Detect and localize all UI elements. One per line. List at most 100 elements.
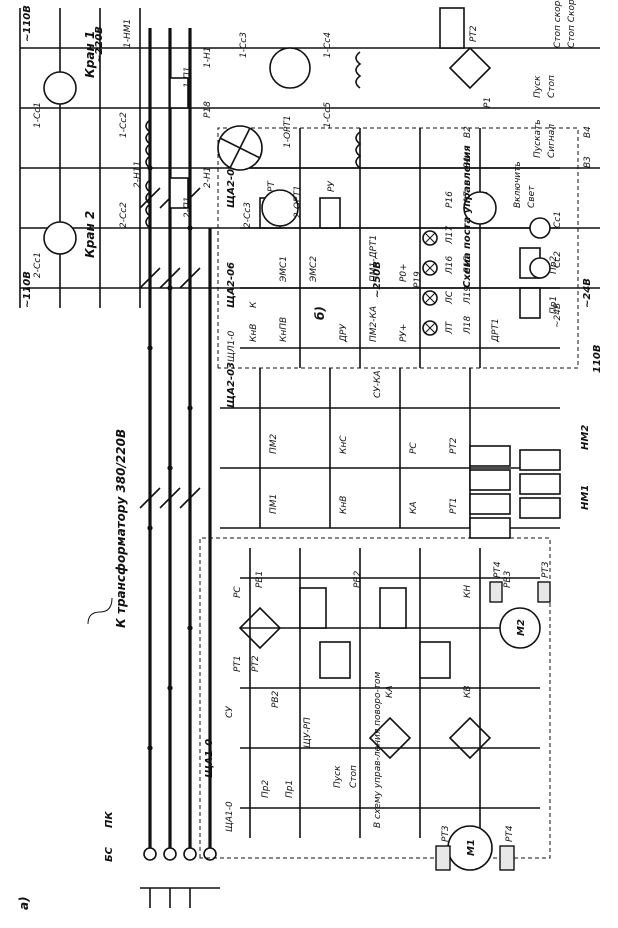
bus-terminal-2 (163, 847, 177, 861)
left-label-pr1: Пр1 (285, 780, 295, 798)
post-selsyn-2-icon (529, 217, 551, 239)
bus-label-06: ЩА2-06 (226, 262, 237, 308)
mid-label-ka: КА (409, 501, 419, 514)
crane-label-2cc2: 2-Сс2 (119, 202, 129, 228)
post-small-cc1: Сс1 (553, 211, 563, 228)
post-selsyn-3-icon (529, 257, 551, 279)
crane-label-2p1: 2-П1 (183, 197, 193, 218)
transformer-label: К трансформатору 380/220В (114, 429, 128, 628)
crane-label-r18: Р18 (203, 101, 213, 118)
right-label-l17: Л17 (445, 226, 455, 245)
right-label-pr2: Пр2 (549, 256, 559, 274)
crane-relay-rt2 (439, 7, 465, 49)
crane-relay-1 (169, 77, 189, 109)
crane-label-1cc4: 1-Сс4 (323, 32, 333, 58)
motor-m1-label: М1 (466, 839, 477, 856)
crane-label-r1: Р1 (483, 97, 493, 108)
left-label-kv: КВ (463, 685, 473, 698)
right-label-rt: РТ (267, 180, 277, 192)
left-label-rt1: РТ1 (233, 655, 243, 672)
right-label-pm1-drt1: ПМ1-ДРТ1 (369, 235, 379, 282)
post-small-v1: В1 (463, 156, 473, 168)
thermal-relay-m2-b (537, 581, 551, 603)
rectifier-bridge-3 (238, 606, 282, 650)
left-label-rt2: РТ2 (251, 655, 261, 672)
crane-ac-24: ~24В (582, 278, 593, 308)
nm2-cell-1 (519, 497, 561, 519)
crane-ac-250: ~250В (372, 261, 383, 298)
bus-terminal-4 (203, 847, 217, 861)
right-label-r16: Р16 (445, 191, 455, 208)
crane-bridge (448, 46, 492, 90)
right-label-l19: Л19 (463, 286, 473, 305)
selsyn-2-icon (43, 221, 77, 255)
nm1-cell-4 (469, 445, 511, 467)
right-label-schl: ЩЛ1-0 (227, 330, 237, 362)
left-label-schu-rp: ЩУ-РП (303, 717, 313, 748)
rt3-label: РТ3 (441, 825, 451, 842)
crane-label-1cc5: 1-Сс5 (323, 102, 333, 128)
speed-label-2: Стоп Скорость (567, 0, 577, 48)
crane-relay-2 (169, 177, 189, 209)
crane-panel: Кран 1 Кран 2 ~110В ~110В ~24В ~250В 1-С… (19, 0, 600, 328)
coil-1 (319, 641, 351, 679)
crane-label-r19: Р19 (413, 271, 423, 288)
speed-label-8: Свет (527, 185, 537, 208)
mid-label-kns: КнС (339, 435, 349, 454)
middle-control-panel: М2 РТ4 РТ3 НМ1 НМ2 ПМ1 ПМ2 КнВ КнС КА РС… (220, 368, 591, 649)
crane-label-2cc3: 2-Сс3 (243, 202, 253, 228)
right-label-knpv: КнПВ (279, 317, 289, 342)
crane-label-1cc1: 1-Сс1 (33, 102, 43, 128)
left-label-rv2b: РВ2 (353, 570, 363, 588)
speed-label-4: Стоп (547, 75, 557, 98)
right-label-ls: ЛС (445, 290, 455, 305)
bus-label-03: ЩА2-03 (226, 362, 237, 408)
right-label-knv: КнВ (249, 324, 259, 342)
right-label-r0-plus: Р0+ (399, 263, 409, 282)
mid-label-rt3: РТ3 (541, 561, 551, 578)
post-label: Схема поста управления (462, 145, 473, 288)
crane-label-1cc2: 1-Сс2 (119, 112, 129, 138)
left-label-scha: ЩА1-0 (225, 801, 235, 832)
pk-label: ПК (104, 811, 115, 828)
scha-label: ЩА1-0 (204, 739, 215, 778)
crane-label-1ort1: 1-ОРТ1 (283, 115, 293, 148)
left-label-ka: КА (385, 685, 395, 698)
bs-label: БС (104, 846, 115, 862)
speed-label-7: Включить (513, 161, 523, 208)
right-label-k: К (249, 301, 259, 308)
selsyn-5-icon (269, 47, 311, 89)
resistor-block-2 (379, 587, 407, 629)
crane-label-2n1: 2-Н1 (203, 167, 213, 188)
left-label-rv3: РВ3 (503, 570, 513, 588)
crane-label-2ort1: 2-ОРТ1 (293, 185, 303, 218)
speed-label-5: Пускать (533, 119, 543, 158)
crane-label-1n1: 1-Н1 (203, 47, 213, 68)
nm2-cell-3 (519, 449, 561, 471)
crane-label-rt2: РТ2 (469, 25, 479, 42)
post-small-v2: В2 (463, 126, 473, 138)
right-label-ems1: ЭМС1 (279, 256, 289, 283)
nm2-cell-2 (519, 473, 561, 495)
mid-label-rt4: РТ4 (493, 561, 503, 578)
nm1-cell-2 (469, 493, 511, 515)
crane2-label: Кран 2 (83, 211, 97, 258)
coil-2 (419, 641, 451, 679)
crane-ac-110-a: ~110В (22, 5, 33, 42)
crane-label-2n11: 2-Н11 (133, 161, 143, 188)
speed-label-3: Пуск (533, 75, 543, 98)
bus-terminal-1 (143, 847, 157, 861)
rt4-label: РТ4 (505, 825, 515, 842)
nm1-cell-3 (469, 469, 511, 491)
mid-label-knv: КнВ (339, 496, 349, 514)
crane-label-1cc3: 1-Сс3 (239, 32, 249, 58)
right-label-ru-plus: РУ+ (399, 324, 409, 342)
crane-label-2cc1: 2-Сс1 (33, 252, 43, 278)
right-label-dru: ДРУ (339, 324, 349, 343)
thermal-relay-rt3 (435, 845, 451, 871)
resistor-block-1 (299, 587, 327, 629)
left-label-stop: Стоп (349, 765, 359, 788)
post-small-24: ~24В (553, 303, 563, 328)
bus-terminal-3 (183, 847, 197, 861)
post-small-v3: В3 (583, 156, 593, 168)
